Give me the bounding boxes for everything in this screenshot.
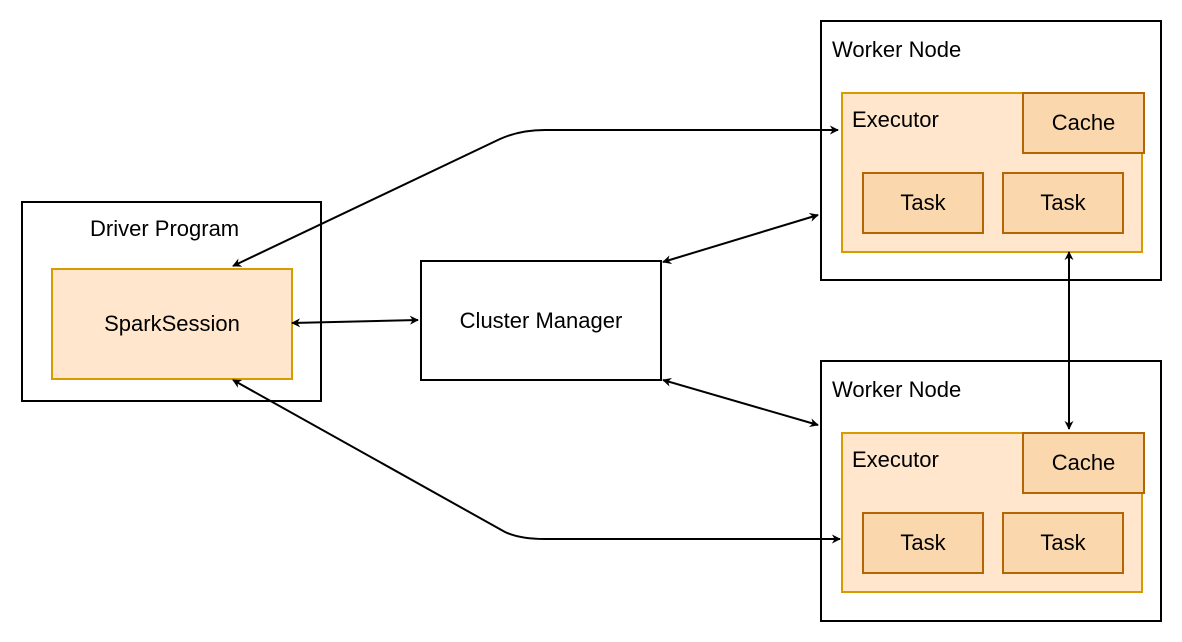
executor-label: Executor: [852, 447, 939, 472]
cache-label: Cache: [1051, 450, 1116, 475]
task-label: Task: [900, 530, 946, 555]
spark-session-label: SparkSession: [104, 311, 240, 336]
worker-node-1: Worker Node Executor Cache Task Task: [820, 20, 1162, 281]
task-node: Task: [862, 172, 984, 234]
task-label: Task: [900, 190, 946, 215]
edge-session-worker2: [232, 379, 841, 544]
task-node: Task: [1002, 172, 1124, 234]
task-label: Task: [1040, 190, 1086, 215]
task-node: Task: [862, 512, 984, 574]
cache-node: Cache: [1022, 92, 1145, 154]
worker-node-title: Worker Node: [832, 37, 962, 62]
edge-cluster-worker2: [662, 377, 819, 428]
task-label: Task: [1040, 530, 1086, 555]
driver-program-node: Driver Program SparkSession: [21, 201, 322, 402]
driver-program-title: Driver Program: [90, 216, 240, 241]
edge-session-worker1: [232, 125, 839, 267]
worker-node-2: Worker Node Executor Cache Task Task: [820, 360, 1162, 622]
executor-node: Executor Cache Task Task: [841, 432, 1145, 593]
cache-node: Cache: [1022, 432, 1145, 494]
edge-cluster-worker1: [662, 213, 819, 264]
cache-label: Cache: [1051, 110, 1116, 135]
cluster-manager-label: Cluster Manager: [459, 307, 623, 333]
executor-node: Executor Cache Task Task: [841, 92, 1145, 253]
spark-session-node: SparkSession: [51, 268, 293, 380]
task-node: Task: [1002, 512, 1124, 574]
worker-node-title: Worker Node: [832, 377, 962, 402]
cluster-manager-node: Cluster Manager: [420, 260, 662, 381]
executor-label: Executor: [852, 107, 939, 132]
